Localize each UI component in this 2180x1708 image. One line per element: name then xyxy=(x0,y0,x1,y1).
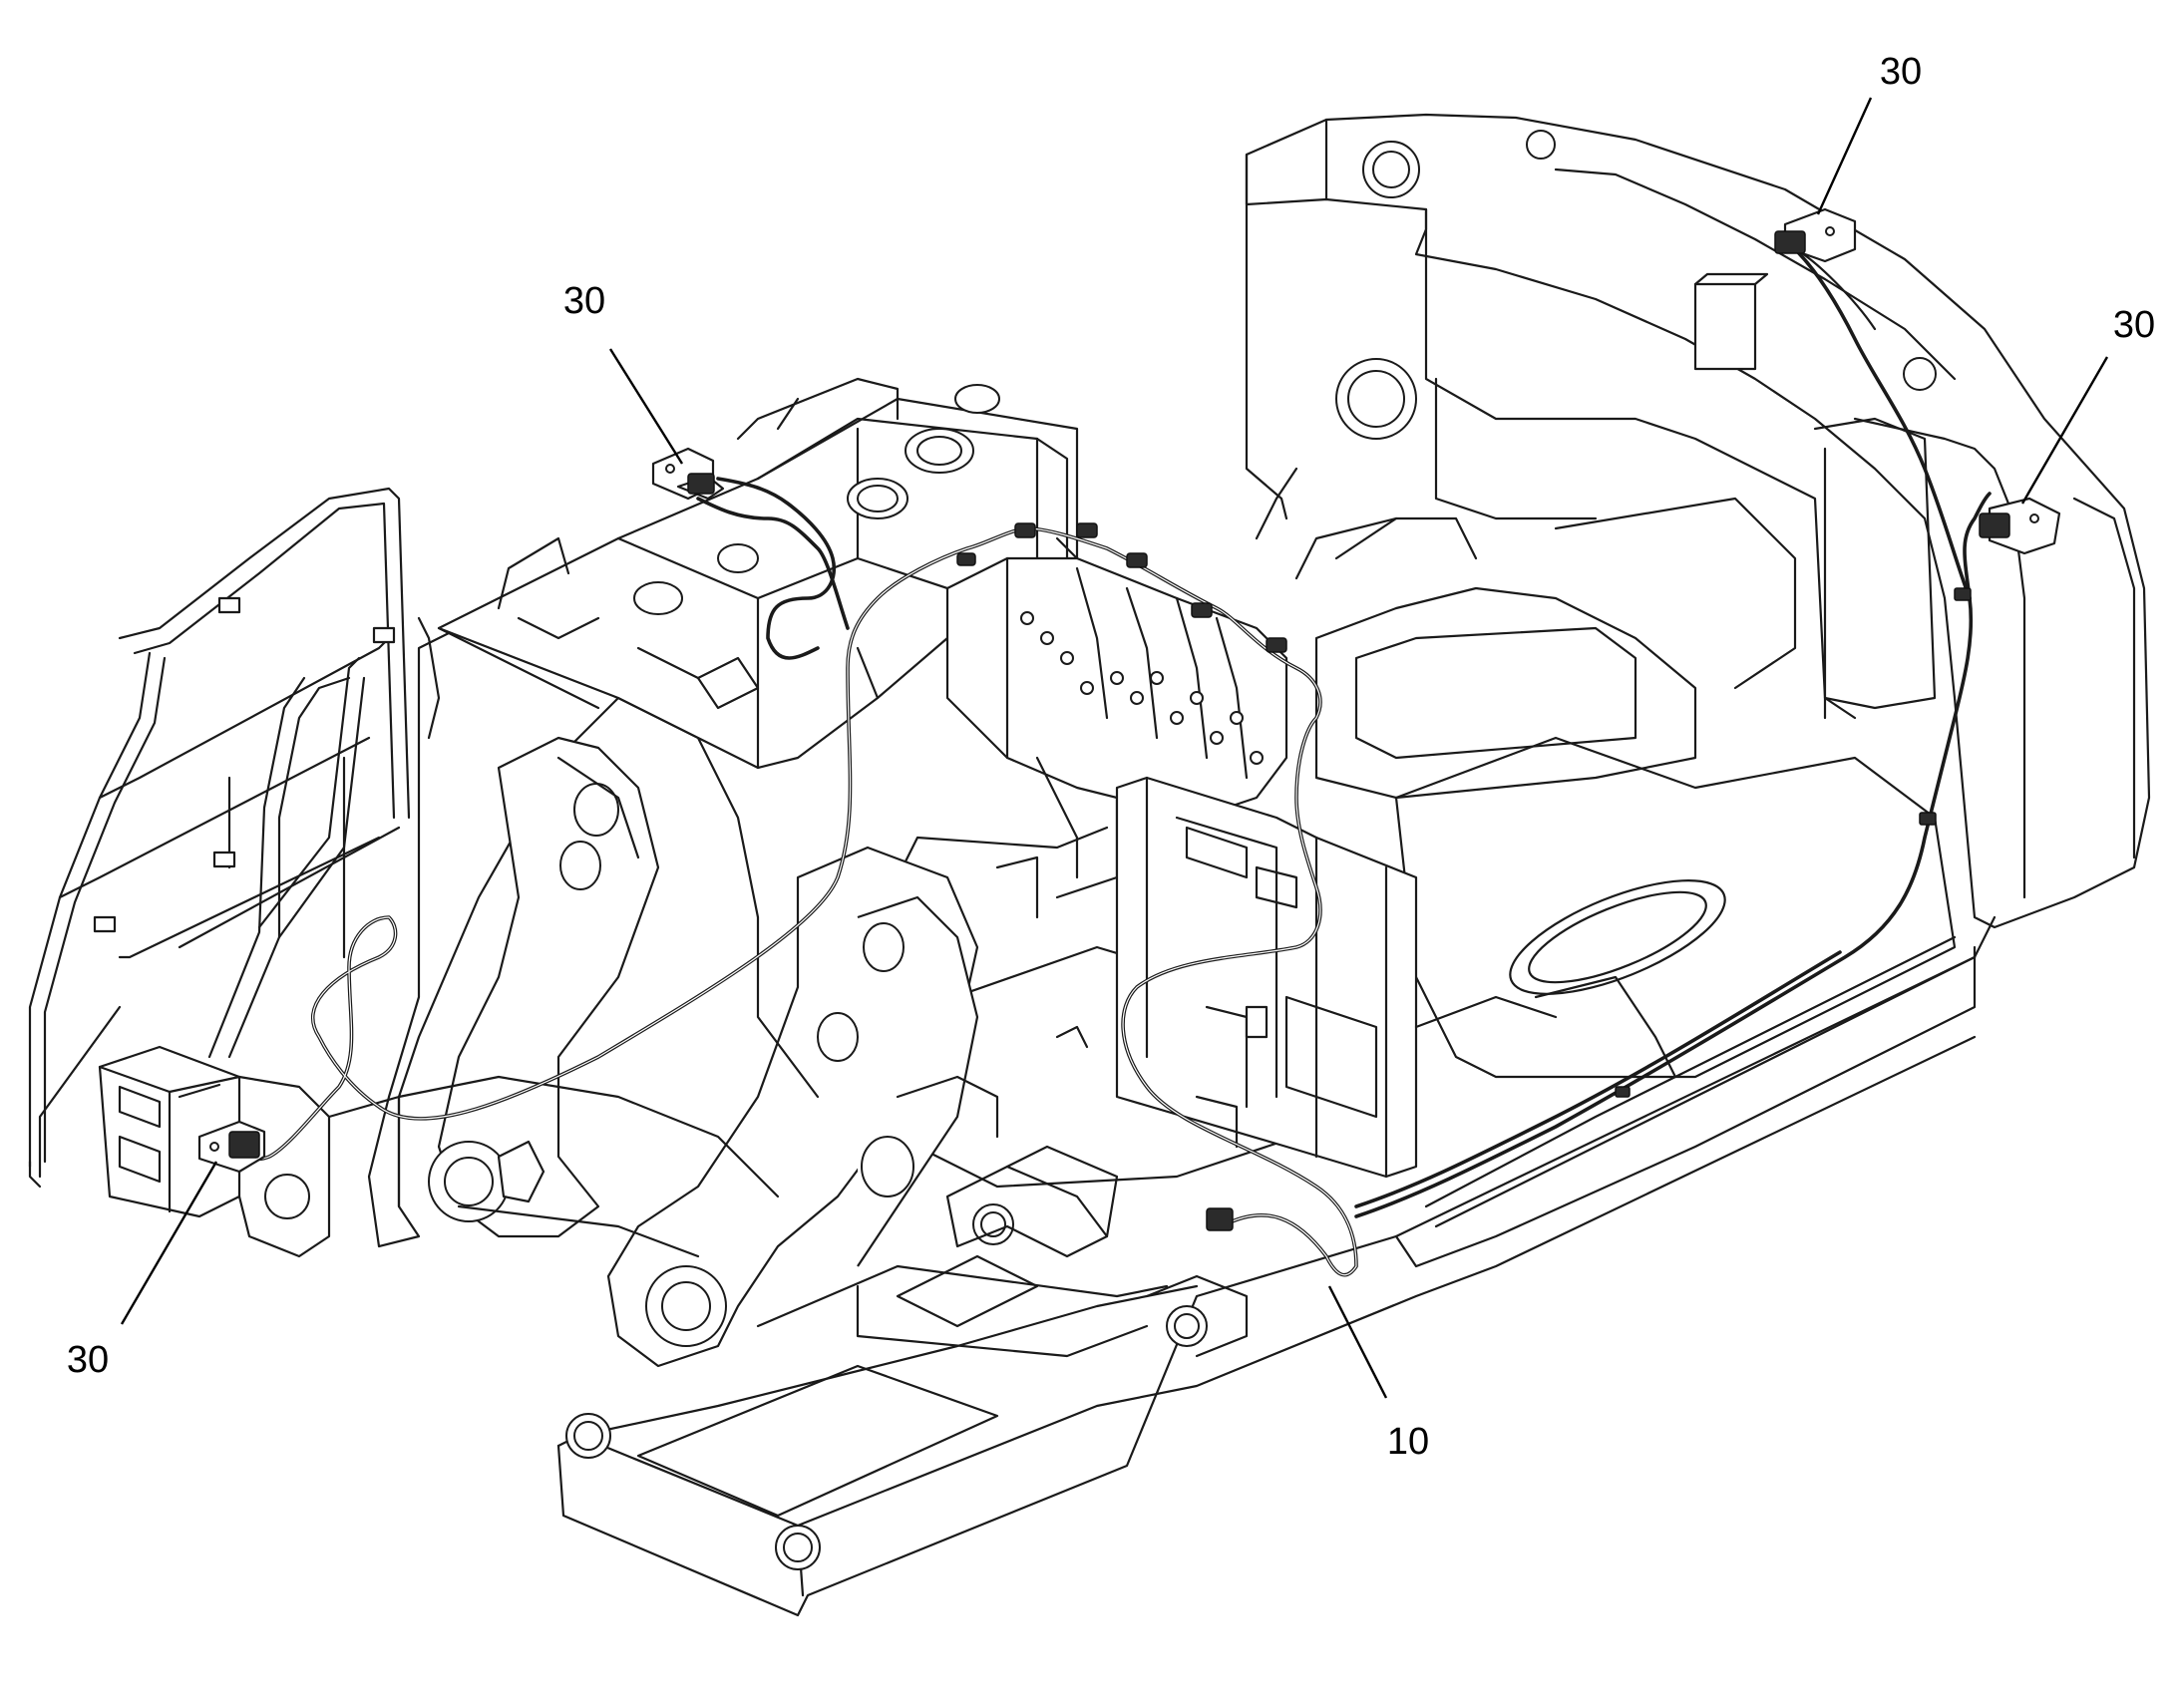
step-box xyxy=(98,1045,401,1258)
leader-top-right xyxy=(1816,97,1873,215)
callout-top-left: 30 xyxy=(563,280,605,322)
callout-bottom-left: 30 xyxy=(67,1339,109,1381)
sensor-right xyxy=(1979,497,2061,555)
handrail xyxy=(28,487,441,1189)
leader-bottom-left xyxy=(120,1161,218,1325)
callout-labels: 30 30 30 30 10 xyxy=(67,51,2155,1463)
leader-top-left xyxy=(608,348,684,465)
callout-leaders xyxy=(120,97,2109,1399)
callout-top-right: 30 xyxy=(1880,51,1922,93)
callout-bottom-center: 10 xyxy=(1387,1421,1429,1463)
electric-panel xyxy=(1115,776,1418,1179)
leader-right xyxy=(2020,356,2109,505)
counterweight xyxy=(1245,113,2151,929)
hydraulic-tank xyxy=(437,377,1079,770)
sensor-bottom-left xyxy=(197,1120,266,1174)
callout-right: 30 xyxy=(2113,304,2155,346)
boom-brackets xyxy=(367,626,979,1368)
sensor-top-left xyxy=(651,447,725,501)
sensor-top-right xyxy=(1774,207,1857,263)
wire-harness xyxy=(242,235,1992,1277)
leader-bottom-center xyxy=(1327,1285,1388,1399)
control-valve xyxy=(945,536,1288,879)
